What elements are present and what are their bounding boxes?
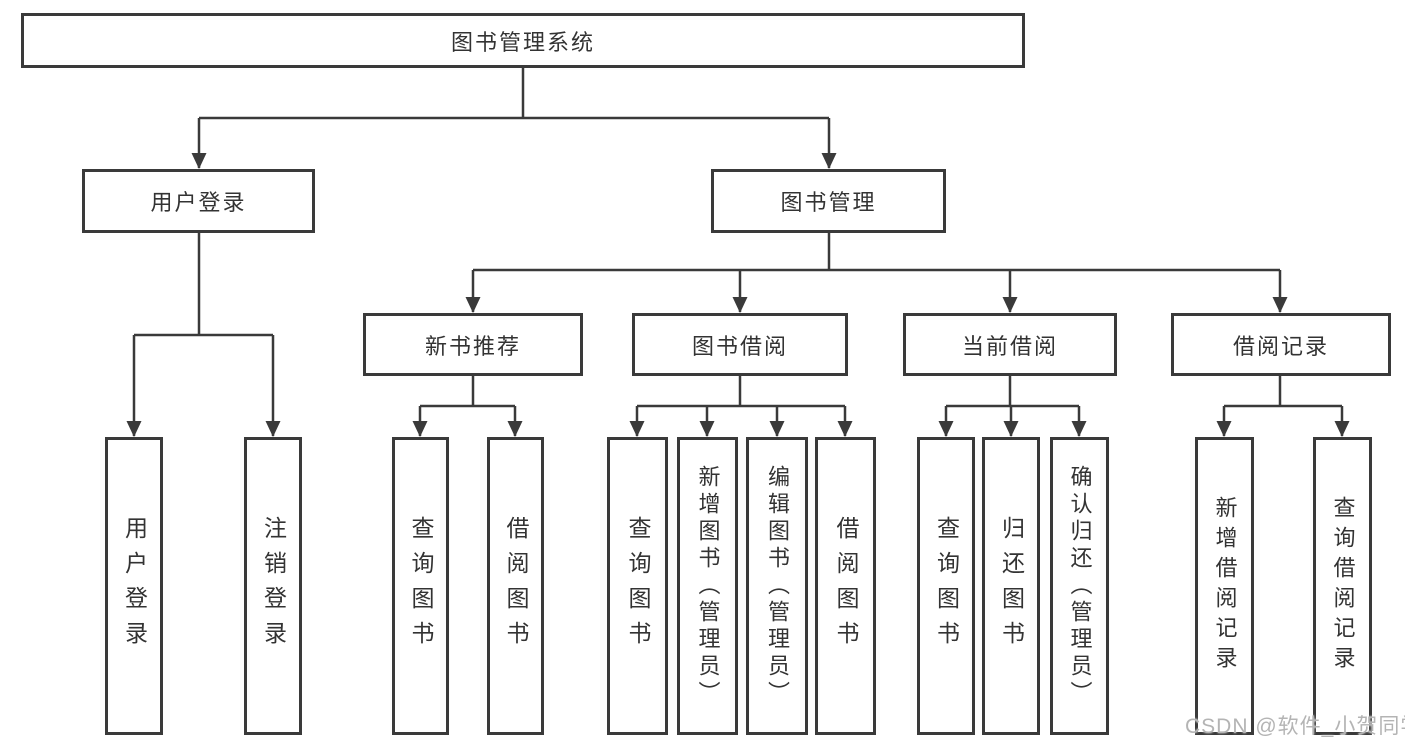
leaf-return-books: 归还图书 (982, 437, 1040, 735)
node-user-login: 用户登录 (82, 169, 315, 233)
node-book-borrow-label: 图书借阅 (691, 333, 788, 359)
leaf-user-login: 用户登录 (105, 437, 163, 735)
leaf-add-borrow-record: 新增借阅记录 (1195, 437, 1254, 735)
node-new-book-recommend: 新书推荐 (363, 313, 583, 376)
connector-user-login (126, 233, 281, 437)
leaf-query-books-recommend: 查询图书 (392, 437, 449, 735)
csdn-watermark: CSDN @软件_小贺同学 (1185, 715, 1405, 738)
node-library-system: 图书管理系统 (21, 13, 1025, 68)
node-new-book-recommend-label: 新书推荐 (424, 333, 521, 359)
leaf-add-books-admin-label: 新增图书（管理员） (695, 464, 721, 708)
node-book-borrow: 图书借阅 (632, 313, 848, 376)
leaf-query-books-borrow: 查询图书 (607, 437, 668, 735)
node-user-login-label: 用户登录 (150, 190, 247, 215)
leaf-query-books-current-label: 查询图书 (933, 516, 960, 656)
leaf-query-books-recommend-label: 查询图书 (408, 516, 434, 656)
leaf-query-books-current: 查询图书 (917, 437, 975, 735)
leaf-user-login-label: 用户登录 (121, 516, 148, 656)
connector-new-book-recommend (412, 376, 523, 437)
connector-book-management (465, 233, 1288, 313)
leaf-query-borrow-record: 查询借阅记录 (1313, 437, 1372, 735)
node-book-management-label: 图书管理 (780, 190, 877, 215)
node-borrow-records: 借阅记录 (1171, 313, 1391, 376)
leaf-logout-label: 注销登录 (260, 516, 287, 656)
node-book-management: 图书管理 (711, 169, 946, 233)
connector-borrow-records (1216, 376, 1350, 437)
leaf-borrow-books-label: 借阅图书 (833, 516, 859, 656)
connector-root (191, 68, 837, 169)
leaf-edit-books-admin: 编辑图书（管理员） (746, 437, 808, 735)
node-current-borrow-label: 当前借阅 (961, 333, 1058, 359)
node-library-system-label: 图书管理系统 (450, 29, 595, 55)
leaf-return-books-label: 归还图书 (998, 516, 1025, 656)
leaf-confirm-return-admin-label: 确认归还（管理员） (1067, 464, 1093, 708)
leaf-edit-books-admin-label: 编辑图书（管理员） (765, 464, 790, 708)
leaf-add-books-admin: 新增图书（管理员） (677, 437, 738, 735)
connector-book-borrow (629, 376, 853, 437)
leaf-query-borrow-record-label: 查询借阅记录 (1330, 496, 1356, 676)
leaf-borrow-books-recommend: 借阅图书 (487, 437, 544, 735)
leaf-borrow-books: 借阅图书 (815, 437, 876, 735)
leaf-add-borrow-record-label: 新增借阅记录 (1212, 496, 1238, 676)
leaf-query-books-borrow-label: 查询图书 (625, 516, 651, 656)
node-current-borrow: 当前借阅 (903, 313, 1117, 376)
leaf-logout: 注销登录 (244, 437, 302, 735)
node-borrow-records-label: 借阅记录 (1232, 333, 1329, 359)
leaf-confirm-return-admin: 确认归还（管理员） (1050, 437, 1109, 735)
connector-current-borrow (938, 376, 1087, 437)
leaf-borrow-books-recommend-label: 借阅图书 (503, 516, 529, 656)
